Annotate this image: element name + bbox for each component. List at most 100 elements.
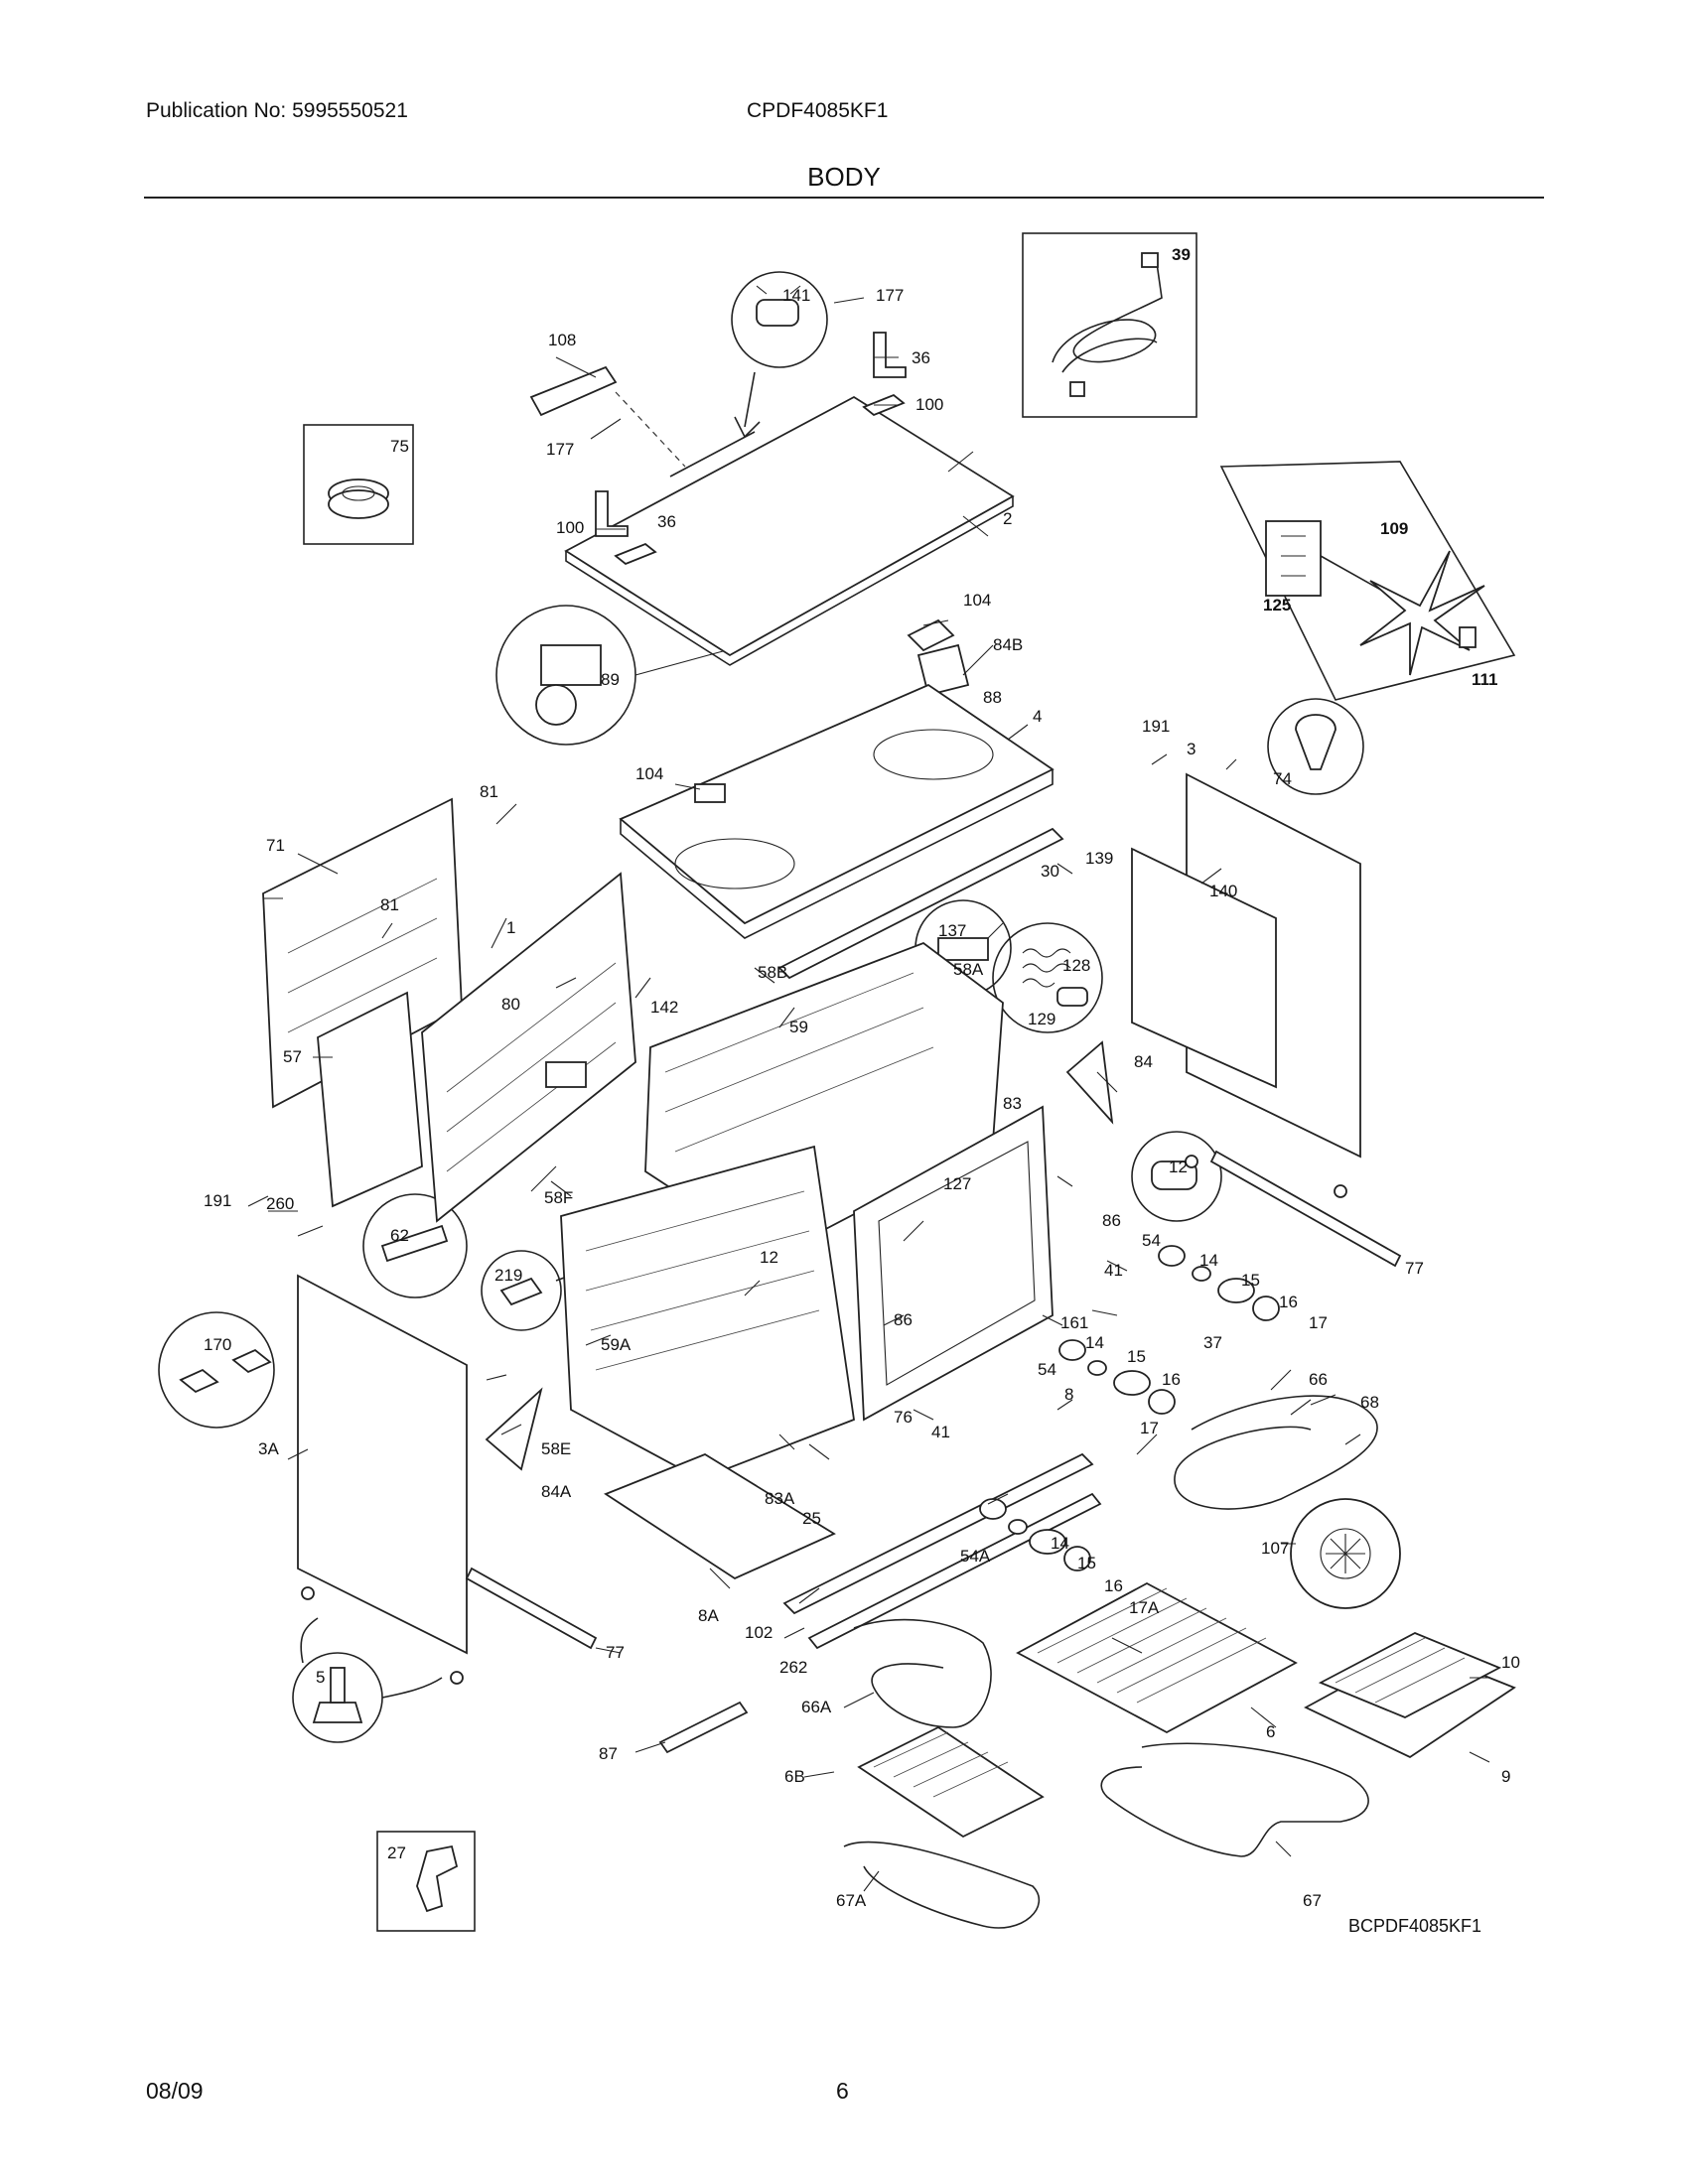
label-86-a: 86 [1102, 1211, 1121, 1230]
label-15-a: 15 [1241, 1271, 1260, 1290]
label-84A: 84A [541, 1482, 572, 1501]
label-58F: 58F [544, 1188, 573, 1207]
label-142: 142 [650, 998, 678, 1017]
label-77-a: 77 [1405, 1259, 1424, 1278]
side-panel-3A [297, 1274, 468, 1655]
side-panel-3 [1131, 772, 1361, 1159]
label-71: 71 [266, 836, 285, 855]
label-14-b: 14 [1085, 1333, 1104, 1352]
label-170: 170 [204, 1335, 231, 1354]
label-36-a: 36 [912, 348, 930, 367]
label-9: 9 [1501, 1767, 1510, 1786]
page-number: 6 [836, 2078, 849, 2104]
fan-housing-107 [1290, 1498, 1401, 1609]
rack-6B [857, 1725, 1045, 1839]
label-58E: 58E [541, 1439, 571, 1458]
label-191-b: 191 [204, 1191, 231, 1210]
label-100-a: 100 [915, 395, 943, 414]
label-141: 141 [782, 286, 810, 305]
label-17A: 17A [1129, 1598, 1160, 1617]
label-177-b: 177 [546, 440, 574, 459]
footer-date: 08/09 [146, 2078, 204, 2104]
label-127: 127 [943, 1174, 971, 1193]
label-6B: 6B [784, 1767, 805, 1786]
label-80: 80 [501, 995, 520, 1014]
label-16-a: 16 [1279, 1293, 1298, 1311]
label-104-a: 104 [963, 591, 991, 610]
inset-box-75 [303, 424, 414, 545]
label-66: 66 [1309, 1370, 1328, 1389]
label-75: 75 [390, 437, 409, 456]
label-8A: 8A [698, 1606, 719, 1625]
model-number: CPDF4085KF1 [747, 99, 889, 122]
label-100-b: 100 [556, 518, 584, 537]
label-6: 6 [1266, 1722, 1275, 1741]
label-137: 137 [938, 921, 966, 940]
diagram-code: BCPDF4085KF1 [1348, 1916, 1482, 1936]
callout-170 [158, 1311, 275, 1429]
label-12-a: 12 [760, 1248, 778, 1267]
callout-141 [731, 271, 828, 439]
label-177-a: 177 [876, 286, 904, 305]
inset-box-39 [1022, 232, 1197, 418]
label-219: 219 [494, 1266, 522, 1285]
lamp-assemblies [979, 1245, 1280, 1571]
callout-62 [362, 1193, 468, 1298]
label-84: 84 [1134, 1052, 1153, 1071]
label-2: 2 [1003, 509, 1012, 528]
rack-6 [1016, 1581, 1298, 1734]
element-67A [843, 1841, 1040, 1929]
label-81-a: 81 [480, 782, 498, 801]
callout-128 [992, 922, 1103, 1033]
label-125: 125 [1263, 596, 1291, 614]
label-37: 37 [1203, 1333, 1222, 1352]
label-76: 76 [894, 1408, 913, 1427]
label-17-a: 17 [1309, 1313, 1328, 1332]
label-27: 27 [387, 1843, 406, 1862]
label-108: 108 [548, 331, 576, 349]
label-128: 128 [1062, 956, 1090, 975]
label-88: 88 [983, 688, 1002, 707]
broiler-pan-9-10 [1304, 1632, 1516, 1759]
element-66A [853, 1618, 992, 1728]
inset-box-27 [376, 1831, 476, 1932]
element-66 [1174, 1395, 1378, 1510]
label-140: 140 [1209, 882, 1237, 900]
element-67 [1100, 1742, 1369, 1857]
label-10: 10 [1501, 1653, 1520, 1672]
label-86-b: 86 [894, 1310, 913, 1329]
motor-108 [529, 365, 686, 468]
label-36-b: 36 [657, 512, 676, 531]
label-83: 83 [1003, 1094, 1022, 1113]
label-84B: 84B [993, 635, 1023, 654]
label-54A: 54A [960, 1547, 991, 1566]
label-129: 129 [1028, 1010, 1055, 1028]
label-67: 67 [1303, 1891, 1322, 1910]
label-262: 262 [779, 1658, 807, 1677]
label-16-b: 16 [1162, 1370, 1181, 1389]
bracket-36-100-left [595, 490, 657, 566]
label-4: 4 [1033, 707, 1042, 726]
panel-57 [317, 991, 423, 1208]
label-191-a: 191 [1142, 717, 1170, 736]
label-5: 5 [316, 1668, 325, 1687]
label-30: 30 [1041, 862, 1059, 881]
label-58A: 58A [953, 960, 984, 979]
label-3: 3 [1187, 740, 1196, 758]
label-54-b: 54 [1038, 1360, 1056, 1379]
label-59: 59 [789, 1018, 808, 1036]
bracket-36-100-top [862, 332, 907, 417]
label-57: 57 [283, 1047, 302, 1066]
label-12-b: 12 [1169, 1158, 1188, 1176]
label-14-a: 14 [1199, 1251, 1218, 1270]
label-109: 109 [1380, 519, 1408, 538]
label-17-b: 17 [1140, 1419, 1159, 1437]
header-rule [144, 197, 1544, 199]
label-25: 25 [802, 1509, 821, 1528]
callout-12 [1131, 1131, 1222, 1222]
section-title: BODY [807, 162, 881, 192]
top-panel-2 [564, 395, 1015, 666]
label-1: 1 [506, 918, 515, 937]
inset-box-109 [1219, 461, 1516, 701]
